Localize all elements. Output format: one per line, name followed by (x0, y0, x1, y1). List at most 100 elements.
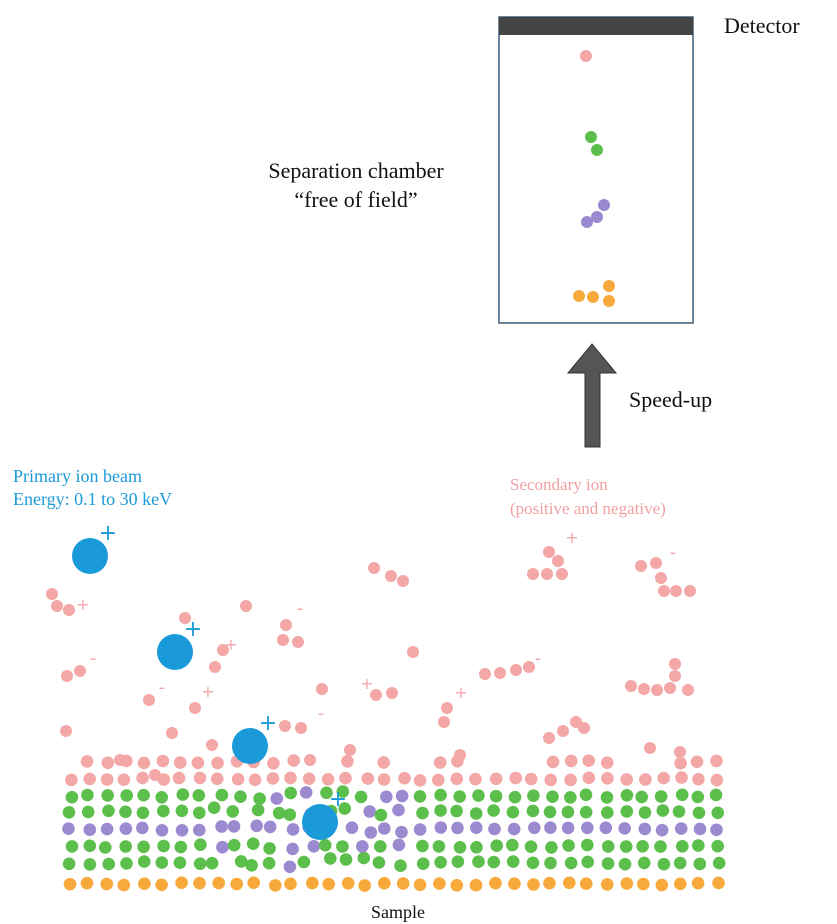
orange-atom (358, 879, 372, 892)
surface-atom (639, 773, 652, 786)
green-atom (692, 806, 706, 820)
primary-ion (157, 634, 193, 670)
secondary-ion (46, 588, 58, 600)
surface-atom (433, 756, 447, 769)
green-atom (579, 805, 593, 819)
green-atom (102, 857, 115, 871)
green-atom (392, 838, 406, 852)
green-atom (246, 837, 260, 850)
green-atom (581, 855, 594, 869)
green-atom (320, 786, 333, 800)
orange-atom (712, 876, 725, 890)
purple-atom (345, 821, 359, 834)
surface-atom (210, 772, 224, 786)
surface-atom (450, 772, 464, 786)
secondary-ion (638, 683, 650, 695)
green-atom (253, 792, 266, 805)
secondary-ion (684, 585, 696, 597)
green-atom (413, 790, 427, 803)
chamber-ion-orange (603, 295, 615, 307)
secondary-ion (74, 665, 86, 677)
chamber-ion-orange (587, 291, 599, 303)
secondary-ion (441, 702, 453, 714)
primary-ion (302, 804, 338, 840)
green-atom (194, 838, 207, 851)
surface-atom (65, 773, 78, 787)
positive-sign: + (360, 674, 373, 693)
green-atom (62, 857, 76, 871)
green-atom (657, 857, 671, 871)
surface-atom (675, 771, 688, 784)
green-atom (357, 851, 371, 865)
green-atom (472, 855, 485, 868)
orange-atom (655, 878, 669, 892)
green-atom (656, 804, 670, 817)
speed-up-arrow (566, 343, 618, 448)
secondary-ion (51, 600, 63, 612)
green-atom (432, 840, 446, 853)
surface-atom (172, 771, 186, 785)
secondary-ion (149, 769, 161, 781)
orange-atom (193, 876, 206, 890)
negative-sign: - (159, 677, 166, 698)
surface-atom (267, 757, 280, 770)
green-atom (299, 786, 313, 799)
green-atom (526, 804, 540, 818)
surface-atom (284, 771, 297, 785)
purple-atom (674, 822, 688, 835)
green-atom (102, 804, 115, 818)
detector-label: Detector (724, 13, 800, 38)
orange-atom (527, 878, 540, 891)
orange-atom (341, 877, 355, 890)
negative-sign: - (670, 542, 677, 563)
purple-atom (263, 820, 277, 834)
orange-atom (450, 879, 464, 892)
positive-sign: + (201, 682, 214, 701)
positive-sign: + (454, 683, 467, 702)
chamber-ion-orange (573, 290, 585, 302)
green-atom (262, 856, 276, 870)
surface-atom (582, 771, 596, 785)
secondary-ion (682, 684, 694, 696)
green-atom (619, 840, 633, 853)
green-atom (692, 839, 705, 852)
secondary-ion (674, 746, 686, 758)
green-atom (155, 856, 169, 869)
surface-atom (582, 754, 595, 767)
secondary-ion (635, 560, 647, 572)
purple-atom (581, 821, 594, 835)
green-atom (251, 803, 265, 817)
secondary-ion (189, 702, 201, 714)
green-atom (453, 841, 467, 854)
orange-atom (508, 877, 521, 890)
purple-atom (155, 824, 169, 837)
negative-sign: - (90, 648, 97, 669)
surface-atom (657, 771, 670, 785)
orange-atom (579, 877, 593, 890)
purple-atom (175, 824, 189, 837)
orange-atom (620, 877, 634, 890)
surface-atom (193, 771, 207, 785)
orange-atom (433, 877, 446, 890)
green-atom (83, 839, 97, 853)
primary-ion-charge: + (259, 711, 277, 736)
surface-atom (287, 754, 301, 767)
surface-atom (321, 773, 335, 786)
positive-sign: + (76, 595, 89, 614)
purple-atom (434, 821, 448, 834)
green-atom (416, 806, 429, 820)
secondary-ion (344, 744, 356, 756)
secondary-ion (670, 585, 682, 597)
surface-atom (469, 772, 482, 786)
green-atom (395, 789, 409, 803)
green-atom (487, 855, 501, 869)
secondary-ion (669, 670, 681, 682)
orange-atom (175, 876, 188, 889)
primary-ion-charge: + (184, 617, 202, 642)
secondary-ion (543, 546, 555, 558)
surface-atom (489, 772, 503, 786)
primary-ion (72, 538, 108, 574)
secondary-ion (217, 644, 229, 656)
green-atom (543, 805, 557, 819)
purple-atom (544, 821, 557, 834)
